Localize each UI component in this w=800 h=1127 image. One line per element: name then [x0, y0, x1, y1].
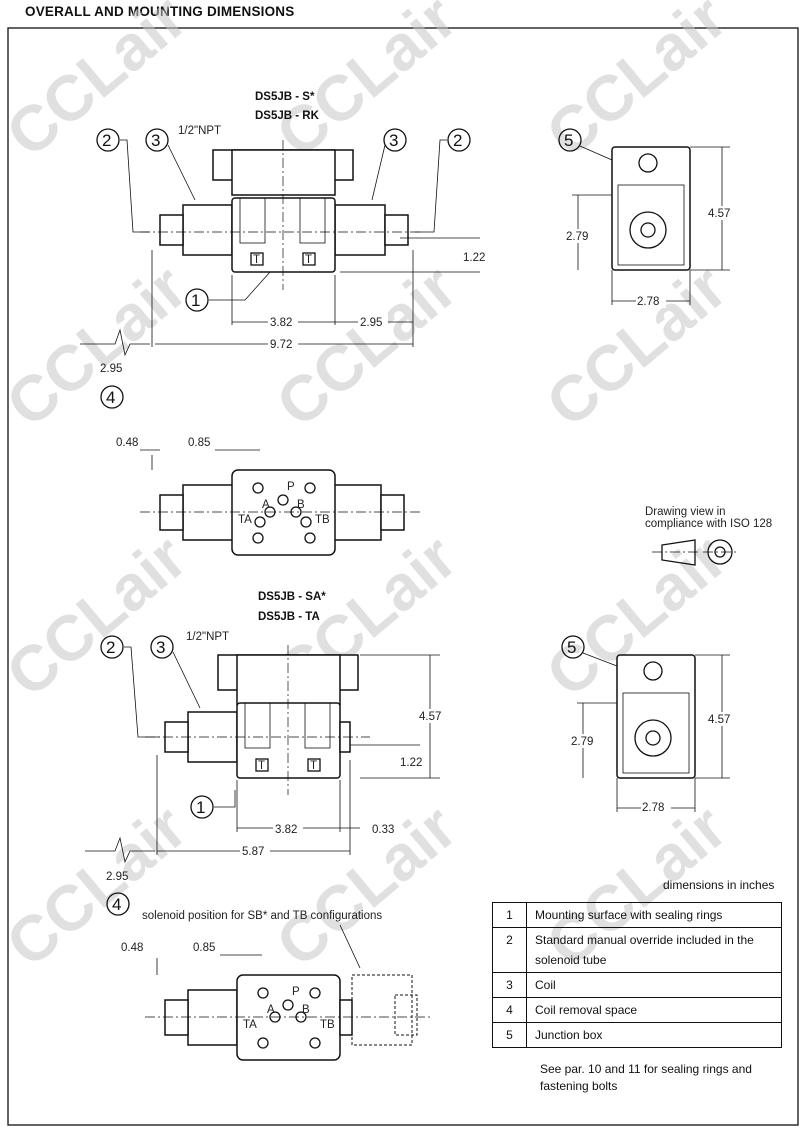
iso-128-note: Drawing view in compliance with ISO 128	[645, 506, 772, 566]
svg-text:CCLair: CCLair	[0, 521, 200, 711]
legend-text: Standard manual override included in the…	[526, 927, 782, 973]
svg-text:1: 1	[191, 291, 200, 310]
legend-number: 3	[492, 972, 527, 998]
svg-text:P: P	[292, 986, 300, 998]
svg-text:B: B	[302, 1004, 310, 1016]
units-note: dimensions in inches	[663, 878, 775, 892]
lower-front-view: DS5JB - SA* DS5JB - TA 1/2"NPT T T 2 3 1…	[85, 591, 448, 916]
svg-text:0.48: 0.48	[116, 437, 138, 449]
footnote-line-2: fastening bolts	[540, 1079, 618, 1093]
footnote-line-1: See par. 10 and 11 for sealing rings and	[540, 1062, 752, 1076]
svg-text:5: 5	[564, 131, 573, 150]
svg-text:CCLair: CCLair	[263, 791, 470, 981]
legend-number: 4	[492, 997, 527, 1023]
svg-text:1/2"NPT: 1/2"NPT	[178, 125, 221, 137]
svg-text:2: 2	[102, 131, 111, 150]
svg-text:4: 4	[112, 895, 121, 914]
svg-text:0.85: 0.85	[188, 437, 210, 449]
svg-text:2: 2	[453, 131, 462, 150]
cone-symbol-icon	[661, 539, 696, 566]
svg-text:compliance with ISO 128: compliance with ISO 128	[645, 518, 772, 530]
legend-text: Coil removal space	[526, 997, 782, 1023]
svg-text:0.85: 0.85	[193, 942, 215, 954]
svg-text:0.33: 0.33	[372, 824, 394, 836]
svg-text:2.95: 2.95	[360, 317, 382, 329]
svg-text:2.78: 2.78	[642, 802, 664, 814]
sheet-frame	[7, 27, 799, 1126]
svg-text:9.72: 9.72	[270, 339, 292, 351]
upper-side-view: 5 4.57 2.79 2.78	[558, 128, 738, 308]
svg-text:T: T	[253, 254, 260, 266]
upper-front-view: DS5JB - S* DS5JB - RK 1/2"NPT T T 2 3 3 …	[80, 91, 485, 409]
svg-text:3: 3	[389, 131, 398, 150]
svg-text:CCLair: CCLair	[0, 251, 200, 441]
svg-text:A: A	[267, 1004, 275, 1016]
svg-text:4.57: 4.57	[708, 208, 730, 220]
svg-text:P: P	[287, 481, 295, 493]
upper-top-view: 0.48 0.85 P A B TA TB	[116, 437, 420, 556]
svg-text:0.48: 0.48	[121, 942, 143, 954]
lower-side-view: 5 4.57 2.79 2.78	[561, 635, 738, 814]
svg-text:3.82: 3.82	[270, 317, 292, 329]
svg-text:A: A	[262, 499, 270, 511]
svg-text:T: T	[310, 760, 317, 772]
svg-text:TA: TA	[243, 1019, 257, 1031]
svg-text:1/2"NPT: 1/2"NPT	[186, 631, 229, 643]
svg-text:T: T	[258, 760, 265, 772]
svg-text:TB: TB	[320, 1019, 335, 1031]
svg-text:T: T	[305, 254, 312, 266]
svg-text:2.78: 2.78	[637, 296, 659, 308]
legend-number: 5	[492, 1022, 527, 1048]
svg-text:CCLair: CCLair	[0, 791, 200, 981]
svg-text:2.79: 2.79	[571, 736, 593, 748]
svg-text:2: 2	[106, 638, 115, 657]
svg-text:CCLair: CCLair	[533, 251, 740, 441]
svg-text:DS5JB - SA*: DS5JB - SA*	[258, 591, 326, 603]
legend-number: 2	[492, 927, 527, 973]
svg-text:5.87: 5.87	[242, 846, 264, 858]
page-title: OVERALL AND MOUNTING DIMENSIONS	[25, 4, 295, 19]
svg-text:4: 4	[106, 388, 115, 407]
legend-text: Coil	[526, 972, 782, 998]
svg-text:2.95: 2.95	[100, 363, 122, 375]
svg-text:3: 3	[156, 638, 165, 657]
svg-text:CCLair: CCLair	[0, 0, 200, 171]
svg-text:2.79: 2.79	[566, 231, 588, 243]
svg-text:DS5JB - S*: DS5JB - S*	[255, 91, 315, 103]
legend-text: Junction box	[526, 1022, 782, 1048]
svg-text:5: 5	[567, 638, 576, 657]
svg-text:TA: TA	[238, 514, 252, 526]
svg-text:4.57: 4.57	[419, 711, 441, 723]
svg-text:1: 1	[196, 798, 205, 817]
svg-text:DS5JB - TA: DS5JB - TA	[258, 611, 320, 623]
legend-text: Mounting surface with sealing rings	[526, 902, 782, 928]
svg-text:2.95: 2.95	[106, 871, 128, 883]
svg-text:4.57: 4.57	[708, 714, 730, 726]
svg-text:DS5JB - RK: DS5JB - RK	[255, 110, 320, 122]
svg-text:CCLair: CCLair	[263, 0, 470, 171]
svg-text:Drawing view in: Drawing view in	[645, 506, 726, 518]
svg-text:solenoid position for SB* and: solenoid position for SB* and TB configu…	[142, 910, 382, 922]
legend-number: 1	[492, 902, 527, 928]
svg-text:3.82: 3.82	[275, 824, 297, 836]
svg-text:B: B	[297, 499, 305, 511]
svg-text:1.22: 1.22	[463, 252, 485, 264]
svg-text:TB: TB	[315, 514, 330, 526]
svg-text:1.22: 1.22	[400, 757, 422, 769]
svg-text:3: 3	[151, 131, 160, 150]
lower-top-view: solenoid position for SB* and TB configu…	[121, 910, 430, 1061]
